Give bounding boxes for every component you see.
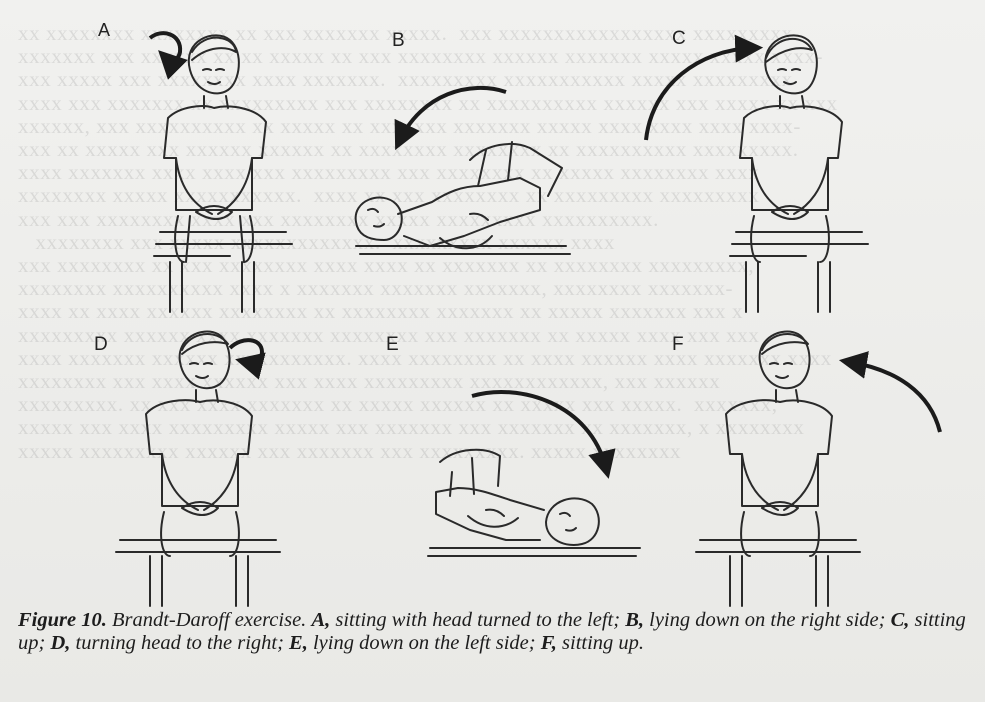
person-sitting-head-right: [116, 332, 280, 606]
caption-label: Figure 10.: [18, 609, 107, 631]
label-a: A: [98, 20, 110, 40]
arrow-head-turn-right: [230, 340, 262, 362]
caption-e: E,: [289, 632, 308, 654]
label-b: B: [392, 30, 405, 51]
panel-f: F: [672, 332, 940, 606]
person-sitting-up: [730, 35, 868, 312]
arrow-head-turn-left: [150, 33, 180, 60]
caption-d-text: turning head to the right;: [70, 632, 289, 654]
arrow-arc-up-left: [850, 362, 940, 432]
caption-c: C,: [891, 609, 910, 631]
caption-a: A,: [311, 609, 330, 631]
label-c: C: [672, 28, 686, 49]
arrow-arc-down-left: [400, 88, 506, 140]
person-sitting-up: [696, 332, 860, 606]
caption-text: Brandt-Daroff exercise.: [107, 609, 312, 631]
caption-a-text: sitting with head turned to the left;: [330, 609, 625, 631]
figure-caption: Figure 10. Brandt-Daroff exercise. A, si…: [18, 609, 968, 655]
panel-e: E: [386, 334, 640, 556]
panel-a: A: [98, 20, 292, 312]
caption-b: B,: [625, 609, 644, 631]
caption-f-text: sitting up.: [557, 632, 644, 654]
arrow-arc-up: [646, 48, 752, 140]
person-sitting-head-left: [154, 35, 292, 312]
person-lying-right: [356, 142, 570, 254]
person-lying-left: [428, 450, 640, 556]
label-d: D: [94, 334, 108, 355]
label-e: E: [386, 334, 399, 355]
label-f: F: [672, 334, 684, 355]
caption-f: F,: [541, 632, 557, 654]
panel-d: D: [94, 332, 280, 606]
panel-b: B: [356, 30, 570, 254]
caption-d: D,: [50, 632, 70, 654]
brandt-daroff-figure: A B: [0, 0, 985, 610]
panel-c: C: [646, 28, 868, 312]
caption-b-text: lying down on the right side;: [644, 609, 891, 631]
arrow-arc-down-right: [472, 392, 606, 468]
caption-e-text: lying down on the left side;: [308, 632, 541, 654]
